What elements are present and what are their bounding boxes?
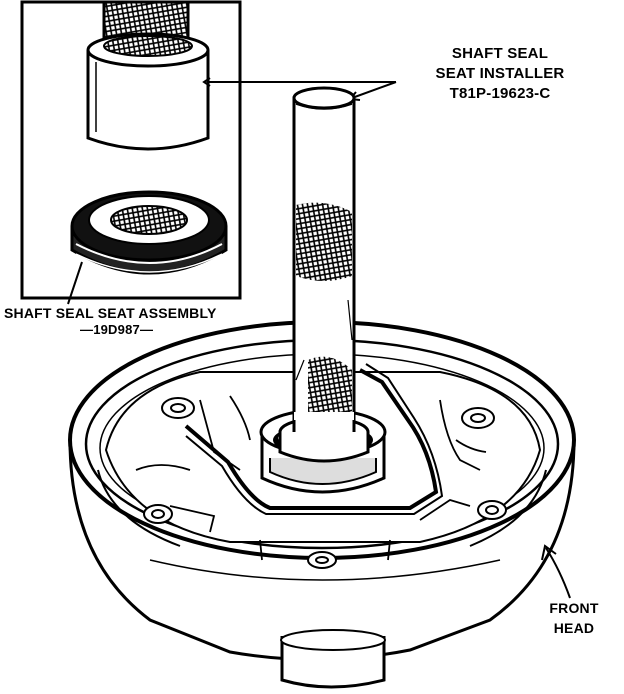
bolt-bosses [143,360,507,569]
installer-label-line1: SHAFT SEAL [451,45,549,62]
seal-seat-part-number: —19D987— [80,322,154,337]
gasket-track [184,363,444,515]
inset-panel [20,0,242,300]
seal-seat-label: SHAFT SEAL SEAT ASSEMBLY [4,305,217,321]
seat-leader [67,261,83,305]
front-head-label: FRONT HEAD [542,598,606,638]
inset-installer-tool [86,0,210,151]
installer-tool [278,86,370,463]
inset-seal-seat [70,190,228,275]
installer-part-number: T81P-19623-C [449,85,551,102]
front-head-label-line2: HEAD [553,620,595,636]
installer-label-line2: SEAT INSTALLER [435,65,565,82]
front-head-label-line1: FRONT [549,600,599,616]
installer-label: SHAFT SEAL SEAT INSTALLER T81P-19623-C [400,44,600,104]
front-head-leader [541,544,571,599]
